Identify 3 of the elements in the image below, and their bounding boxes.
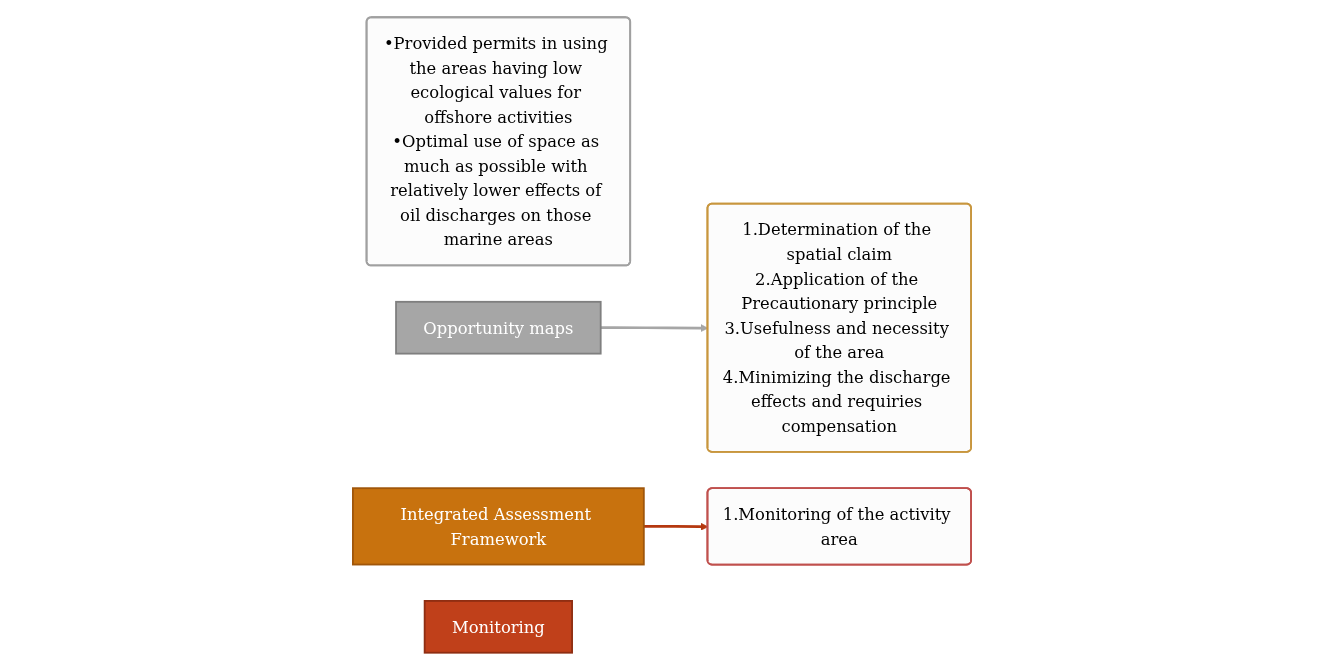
- node-box: Integrated Assessment Framework: [351, 486, 645, 565]
- node-box: Opportunity maps: [394, 300, 602, 355]
- node-box: Monitoring: [423, 599, 573, 654]
